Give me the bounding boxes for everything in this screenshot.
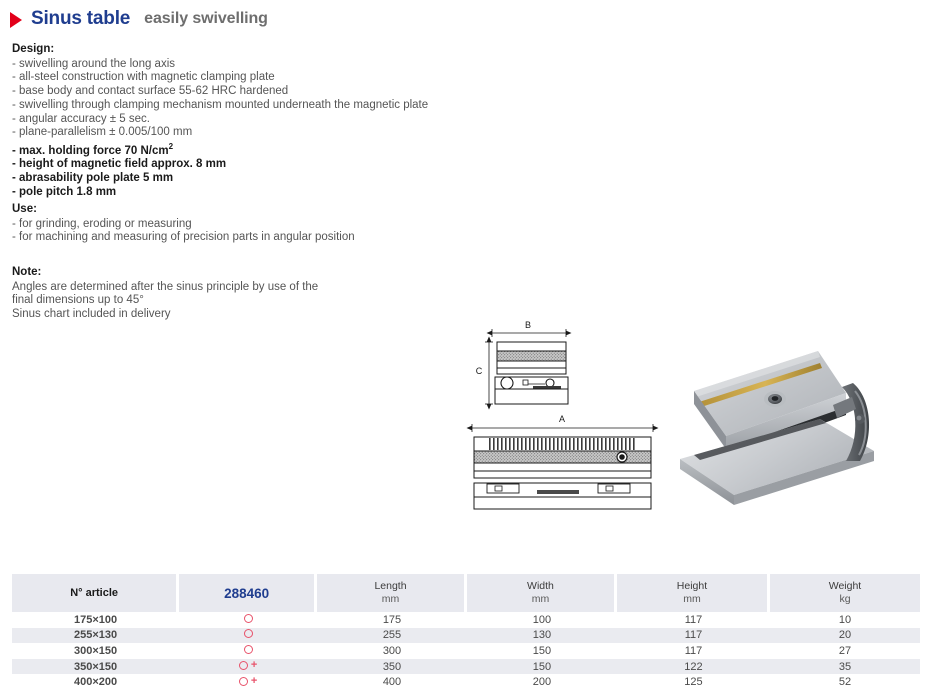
cell-weight: 10 bbox=[769, 612, 920, 628]
design-section: Design: - swivelling around the long axi… bbox=[12, 43, 428, 200]
cell-weight: 35 bbox=[769, 658, 920, 675]
column-header-length-unit: mm bbox=[381, 593, 400, 605]
cell-length: 300 bbox=[317, 643, 467, 659]
use-heading: Use: bbox=[12, 203, 37, 215]
cell-availability[interactable]: + bbox=[179, 674, 318, 690]
table-row[interactable]: 350×150 + 350 150 122 35 bbox=[12, 658, 920, 675]
specification-table: N° article 288460 Length mm Width mm Hei… bbox=[12, 574, 920, 690]
plus-icon: + bbox=[250, 674, 258, 687]
page-title: Sinus table bbox=[31, 8, 131, 29]
cell-width: 200 bbox=[466, 674, 617, 690]
cell-weight: 20 bbox=[769, 627, 920, 644]
design-line: - plane-parallelism ± 0.005/100 mm bbox=[12, 126, 193, 139]
design-line: - swivelling around the long axis bbox=[12, 57, 176, 70]
column-header-height: Height mm bbox=[616, 574, 770, 612]
dimension-label-b: B bbox=[525, 320, 531, 330]
note-line: Angles are determined after the sinus pr… bbox=[12, 280, 319, 293]
cell-length: 400 bbox=[317, 674, 467, 690]
cell-length: 175 bbox=[317, 612, 467, 628]
design-line: - swivelling through clamping mechanism … bbox=[12, 98, 429, 111]
cell-availability[interactable] bbox=[179, 612, 318, 628]
cell-height: 117 bbox=[616, 643, 770, 659]
cell-size: 255×130 bbox=[12, 627, 180, 644]
note-heading: Note: bbox=[12, 266, 42, 278]
column-header-width-unit: mm bbox=[531, 593, 550, 605]
design-line: - pole pitch 1.8 mm bbox=[12, 185, 117, 198]
page-subtitle: easily swivelling bbox=[144, 10, 268, 27]
cell-size: 175×100 bbox=[12, 612, 180, 628]
column-header-width: Width mm bbox=[466, 574, 617, 612]
note-section: Note: Angles are determined after the si… bbox=[12, 266, 318, 322]
column-header-article: N° article bbox=[12, 574, 180, 612]
cell-size: 350×150 bbox=[12, 658, 180, 675]
design-line: - max. holding force 70 N/cm2 bbox=[12, 141, 174, 157]
technical-drawing: B C A bbox=[466, 320, 659, 510]
column-header-length: Length mm bbox=[317, 574, 467, 612]
design-heading: Design: bbox=[12, 43, 55, 55]
cell-height: 122 bbox=[616, 658, 770, 675]
cell-size: 400×200 bbox=[12, 674, 180, 690]
cell-weight: 52 bbox=[769, 674, 920, 690]
circle-icon bbox=[243, 629, 253, 639]
circle-icon bbox=[238, 676, 248, 686]
cell-length: 255 bbox=[317, 627, 467, 644]
dimension-label-c: C bbox=[476, 366, 483, 376]
cell-weight: 27 bbox=[769, 643, 920, 659]
circle-icon bbox=[238, 661, 248, 671]
cell-height: 117 bbox=[616, 627, 770, 644]
cell-height: 125 bbox=[616, 674, 770, 690]
cell-size: 300×150 bbox=[12, 643, 180, 659]
column-header-length-label: Length bbox=[374, 580, 407, 592]
cell-availability[interactable] bbox=[179, 627, 318, 644]
triangle-right-icon bbox=[10, 11, 22, 28]
cell-width: 100 bbox=[466, 612, 617, 628]
design-line: - base body and contact surface 55-62 HR… bbox=[12, 85, 289, 98]
figure-area: B C A bbox=[465, 318, 895, 523]
design-line: - all-steel construction with magnetic c… bbox=[12, 71, 275, 84]
table-row[interactable]: 255×130 255 130 117 20 bbox=[12, 627, 920, 644]
column-header-article-number[interactable]: 288460 bbox=[179, 574, 318, 612]
design-line: - abrasability pole plate 5 mm bbox=[12, 172, 174, 185]
circle-icon bbox=[243, 644, 253, 654]
design-line: - angular accuracy ± 5 sec. bbox=[12, 112, 150, 125]
note-line: final dimensions up to 45° bbox=[12, 294, 144, 307]
column-header-weight-unit: kg bbox=[839, 593, 851, 605]
cell-availability[interactable]: + bbox=[179, 658, 318, 675]
page-title-row: Sinus table easily swivelling bbox=[10, 8, 268, 30]
use-line: - for grinding, eroding or measuring bbox=[12, 217, 192, 230]
cell-height: 117 bbox=[616, 612, 770, 628]
use-line: - for machining and measuring of precisi… bbox=[12, 231, 355, 244]
column-header-height-unit: mm bbox=[683, 593, 701, 605]
circle-icon bbox=[243, 613, 253, 623]
table-row[interactable]: 400×200 + 400 200 125 52 bbox=[12, 674, 920, 690]
table-header-row: N° article 288460 Length mm Width mm Hei… bbox=[12, 574, 920, 612]
column-header-weight-label: Weight bbox=[828, 580, 862, 592]
cell-width: 150 bbox=[466, 658, 617, 675]
plus-icon: + bbox=[250, 659, 258, 672]
note-line: Sinus chart included in delivery bbox=[12, 308, 171, 321]
table-row[interactable]: 300×150 300 150 117 27 bbox=[12, 643, 920, 659]
design-line: - height of magnetic field approx. 8 mm bbox=[12, 158, 227, 171]
cell-length: 350 bbox=[317, 658, 467, 675]
dimension-label-a: A bbox=[559, 414, 565, 424]
product-photo bbox=[680, 351, 874, 505]
column-header-width-label: Width bbox=[527, 580, 554, 592]
use-section: Use: - for grinding, eroding or measurin… bbox=[12, 203, 355, 245]
column-header-height-label: Height bbox=[676, 580, 708, 592]
cell-width: 130 bbox=[466, 627, 617, 644]
cell-width: 150 bbox=[466, 643, 617, 659]
column-header-weight: Weight kg bbox=[769, 574, 920, 612]
table-row[interactable]: 175×100 175 100 117 10 bbox=[12, 612, 920, 628]
cell-availability[interactable] bbox=[179, 643, 318, 659]
